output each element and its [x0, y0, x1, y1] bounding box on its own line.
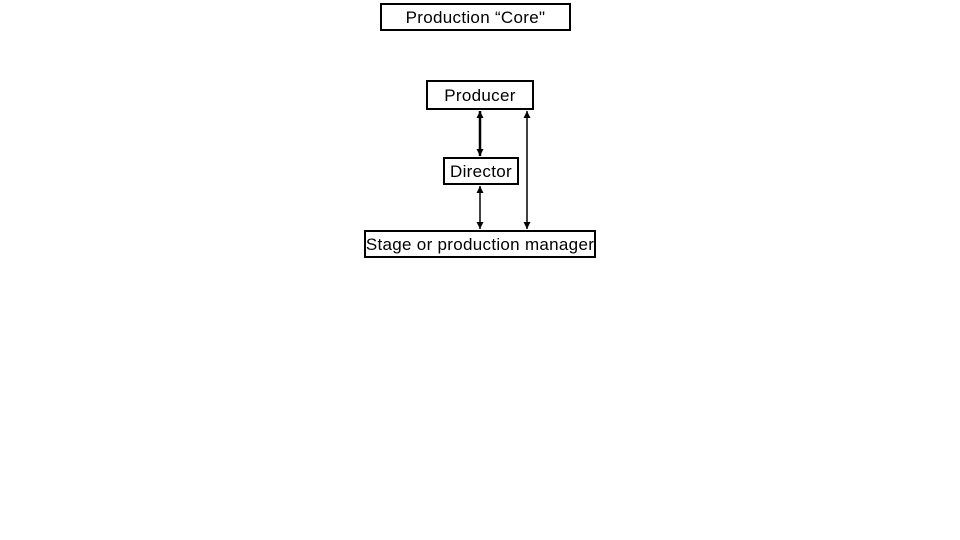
node-stage-manager-label: Stage or production manager	[365, 234, 595, 254]
node-production-core-label: Production “Core"	[405, 7, 546, 27]
node-production-core: Production “Core"	[380, 3, 571, 31]
node-director-label: Director	[450, 161, 512, 181]
node-producer-label: Producer	[444, 85, 516, 105]
node-director: Director	[443, 157, 519, 185]
node-producer: Producer	[426, 80, 534, 110]
node-stage-manager: Stage or production manager	[364, 230, 596, 258]
